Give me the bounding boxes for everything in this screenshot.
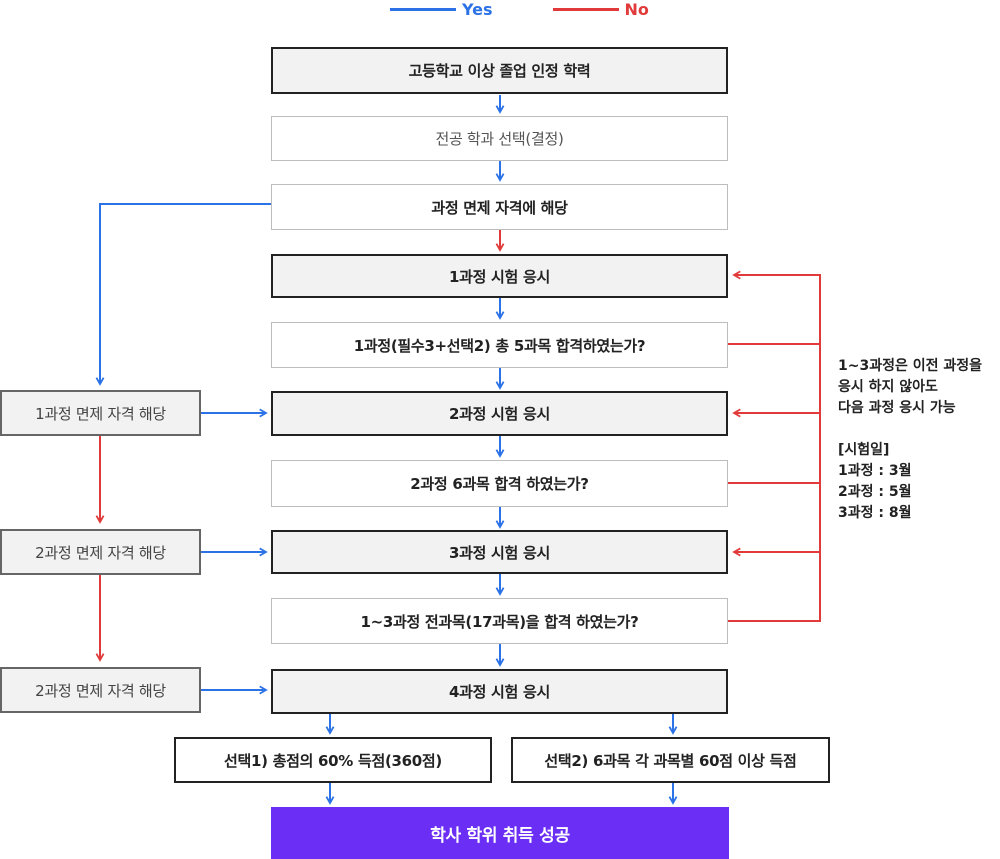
note-line: 다음 과정 응시 가능 <box>838 400 956 416</box>
node-exam-stage-1: 1과정 시험 응시 <box>271 254 728 298</box>
note-schedule-item: 3과정 : 8월 <box>838 505 912 521</box>
note-schedule-item: 1과정 : 3월 <box>838 463 912 479</box>
node-question-stage-2: 2과정 6과목 합격 하였는가? <box>271 460 728 507</box>
arrow-yes <box>100 203 271 384</box>
node-exam-stage-2: 2과정 시험 응시 <box>271 391 728 436</box>
note-schedule-item: 2과정 : 5월 <box>838 484 912 500</box>
note-schedule-title: [시험일] <box>838 442 890 458</box>
side-exemption-stage-1: 1과정 면제 자격 해당 <box>0 390 201 436</box>
legend: Yes No <box>390 0 709 20</box>
legend-no-label: No <box>624 0 649 19</box>
side-exemption-stage-3: 2과정 면제 자격 해당 <box>0 667 201 713</box>
side-exemption-stage-2: 2과정 면제 자격 해당 <box>0 529 201 575</box>
node-option-2: 선택2) 6과목 각 과목별 60점 이상 득점 <box>511 737 830 783</box>
node-exemption-check: 과정 면제 자격에 해당 <box>271 184 728 230</box>
legend-no-line <box>552 7 619 11</box>
arrow-no <box>728 275 821 622</box>
node-high-school-graduation: 고등학교 이상 졸업 인정 학력 <box>271 47 728 94</box>
node-degree-success: 학사 학위 취득 성공 <box>271 807 729 859</box>
node-question-stage-3: 1~3과정 전과목(17과목)을 합격 하였는가? <box>271 598 728 644</box>
node-option-1: 선택1) 총점의 60% 득점(360점) <box>174 737 492 783</box>
note-line: 1~3과정은 이전 과정을 <box>838 358 983 374</box>
note-line: 응시 하지 않아도 <box>838 379 938 395</box>
legend-yes-line <box>390 7 456 11</box>
node-question-stage-1: 1과정(필수3+선택2) 총 5과목 합격하였는가? <box>271 322 728 368</box>
side-note: 1~3과정은 이전 과정을 응시 하지 않아도 다음 과정 응시 가능 [시험일… <box>838 356 982 524</box>
legend-yes-label: Yes <box>462 0 493 19</box>
node-exam-stage-3: 3과정 시험 응시 <box>271 530 728 574</box>
node-exam-stage-4: 4과정 시험 응시 <box>271 669 728 714</box>
node-major-selection: 전공 학과 선택(결정) <box>271 116 728 161</box>
